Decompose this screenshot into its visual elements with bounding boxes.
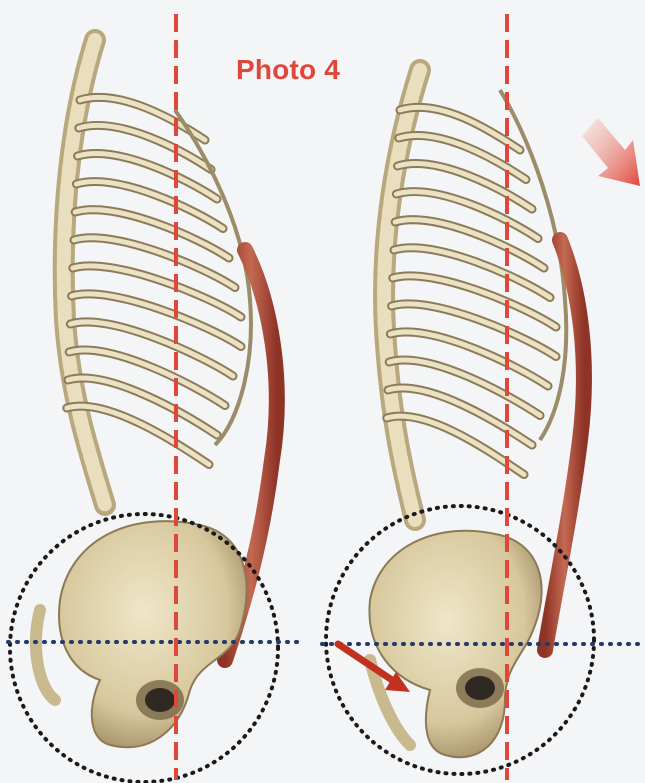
left-skeleton [8,14,300,782]
left-pelvis [36,521,247,747]
down-right-arrow-icon [582,118,640,186]
right-ribcage [387,107,556,474]
photo-caption: Photo 4 [236,54,340,86]
left-ribcage [67,97,241,464]
left-spine [64,40,105,505]
